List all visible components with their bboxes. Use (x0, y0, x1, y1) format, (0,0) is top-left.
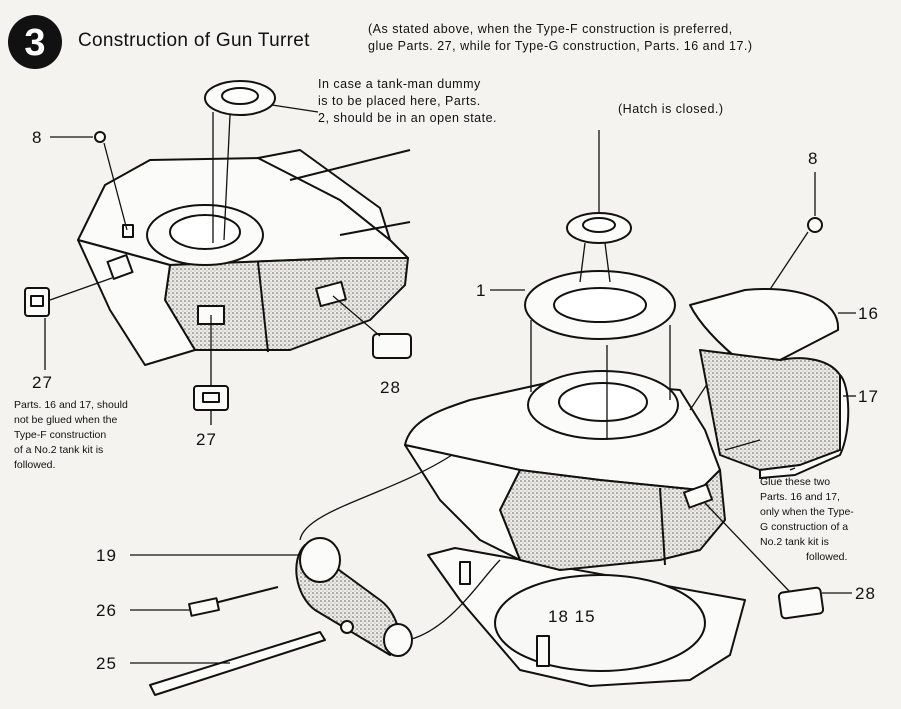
turret-edge (257, 261, 269, 353)
antenna-left-2 (339, 221, 411, 236)
vision-port-right (682, 483, 714, 509)
type-g-note-6: followed. (806, 551, 847, 563)
type-f-note-1: Parts. 16 and 17, should (14, 399, 128, 411)
type-g-note-1: Glue these two (760, 476, 830, 488)
type-f-note-4: of a No.2 tank kit is (14, 444, 103, 456)
type-g-note-5: No.2 tank kit is (760, 536, 829, 548)
label-16: 16 (858, 304, 879, 323)
type-g-note-4: G construction of a (760, 521, 848, 533)
part-25-barrel (130, 631, 326, 696)
type-f-note-2: not be glued when the (14, 414, 117, 426)
label-1: 1 (476, 281, 486, 300)
cupola-hole-right (558, 382, 648, 422)
turret-side-dotted-left (164, 257, 409, 351)
dummy-note-3: 2, should be in an open state. (318, 111, 497, 125)
part-27-mid (193, 315, 229, 425)
part-17 (699, 349, 856, 479)
label-8-right: 8 (808, 149, 818, 168)
turret-ring-hole (494, 574, 706, 672)
part-27-left (24, 277, 113, 370)
part-8-left (50, 131, 128, 231)
label-28-left: 28 (380, 378, 401, 397)
dummy-note-2: is to be placed here, Parts. (318, 94, 481, 108)
antenna-left-1 (289, 149, 411, 181)
hatch-closed-note: (Hatch is closed.) (618, 102, 724, 116)
hatch-open-left (204, 80, 319, 243)
hatch-closed-right (566, 130, 632, 283)
label-27-left: 27 (32, 373, 53, 392)
part-16 (689, 288, 856, 366)
label-25: 25 (96, 654, 117, 673)
turret-body-right-front (404, 444, 521, 561)
labels: In case a tank-man dummy is to be placed… (14, 77, 879, 673)
step-header: 3 Construction of Gun Turret (As stated … (8, 15, 753, 69)
turret-type-g (299, 370, 746, 687)
label-28-right: 28 (855, 584, 876, 603)
label-26: 26 (96, 601, 117, 620)
type-g-note-3: only when the Type- (760, 506, 854, 518)
step-number-badge (8, 15, 62, 69)
vision-port-left-1 (106, 254, 134, 280)
type-g-note-2: Parts. 16 and 17, (760, 491, 840, 503)
part-28-left (332, 295, 412, 359)
label-19: 19 (96, 546, 117, 565)
type-f-note-5: followed. (14, 459, 55, 471)
turret-type-f (77, 149, 411, 366)
turret-rear-strip (257, 149, 391, 241)
label-18-15: 18 15 (548, 607, 596, 626)
type-f-note-3: Type-F construction (14, 429, 106, 441)
step-note-line-1: (As stated above, when the Type-F constr… (368, 22, 733, 36)
cupola-hole-left (169, 214, 241, 250)
ring-post-1 (536, 635, 550, 667)
step-number: 3 (24, 22, 45, 64)
part-1-ring (490, 270, 676, 440)
part-28-right (704, 502, 852, 620)
step-note-line-2: glue Parts. 27, while for Type-G constru… (368, 39, 753, 53)
label-17: 17 (858, 387, 879, 406)
step-title: Construction of Gun Turret (78, 30, 310, 51)
label-8-left: 8 (32, 128, 42, 147)
label-27-mid: 27 (196, 430, 217, 449)
dummy-note-1: In case a tank-man dummy (318, 77, 481, 91)
turret-front-left (77, 239, 196, 366)
turret-edge-right (659, 487, 666, 566)
ring-post-2 (459, 561, 471, 585)
port-small-left (122, 224, 134, 238)
part-26-gun (130, 586, 279, 617)
part-19-mantlet (130, 537, 413, 657)
